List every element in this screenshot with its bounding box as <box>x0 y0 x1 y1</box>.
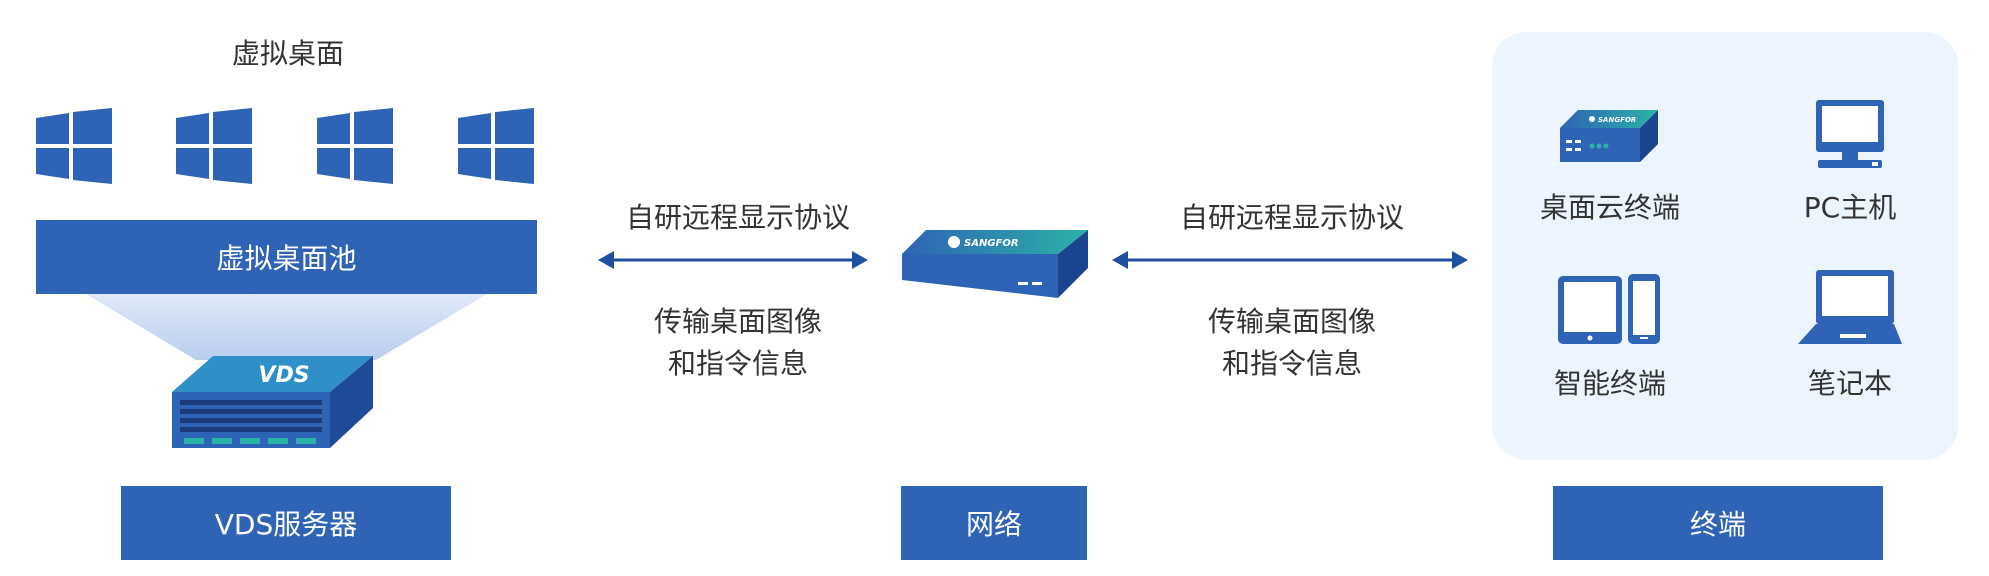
network-box: 网络 <box>901 486 1087 560</box>
appliance-brand: SANGFOR <box>964 238 1019 249</box>
network-label: 网络 <box>965 508 1022 541</box>
windows-icon <box>317 108 393 184</box>
windows-icon <box>36 108 112 184</box>
server-badge: VDS <box>258 363 309 388</box>
network-appliance-icon: SANGFOR <box>902 230 1088 298</box>
windows-icon <box>458 108 534 184</box>
bidirectional-arrow-icon <box>598 251 868 269</box>
vds-server-box: VDS服务器 <box>121 486 451 560</box>
protocol-right-top: 自研远程显示协议 <box>1179 201 1404 234</box>
laptop-label: 笔记本 <box>1807 367 1892 400</box>
pc-label: PC主机 <box>1803 191 1897 224</box>
vds-server-label: VDS服务器 <box>214 508 358 541</box>
projection-beam <box>86 294 487 360</box>
thin-client-icon: SANGFOR <box>1560 110 1658 162</box>
server-icon: VDS <box>172 356 373 448</box>
terminals-box: 终端 <box>1553 486 1883 560</box>
virtual-desktop-pool: 虚拟桌面池 <box>36 220 537 294</box>
terminals-label: 终端 <box>1689 508 1746 541</box>
smart-terminal-label: 智能终端 <box>1553 367 1666 400</box>
pc-icon <box>1816 100 1884 168</box>
protocol-right-line1: 传输桌面图像 <box>1207 305 1376 338</box>
laptop-icon <box>1798 270 1902 344</box>
bidirectional-arrow-icon <box>1112 251 1468 269</box>
cloud-terminal-label: 桌面云终端 <box>1539 191 1680 224</box>
protocol-left-line2: 和指令信息 <box>667 347 808 380</box>
thin-client-brand: SANGFOR <box>1598 116 1636 124</box>
virtual-desktop-title: 虚拟桌面 <box>231 37 344 70</box>
protocol-left-top: 自研远程显示协议 <box>625 201 850 234</box>
windows-icon <box>176 108 252 184</box>
protocol-right-line2: 和指令信息 <box>1221 347 1362 380</box>
tablet-phone-icon <box>1558 274 1660 344</box>
protocol-left-line1: 传输桌面图像 <box>653 305 822 338</box>
virtual-desktop-pool-label: 虚拟桌面池 <box>216 242 357 275</box>
